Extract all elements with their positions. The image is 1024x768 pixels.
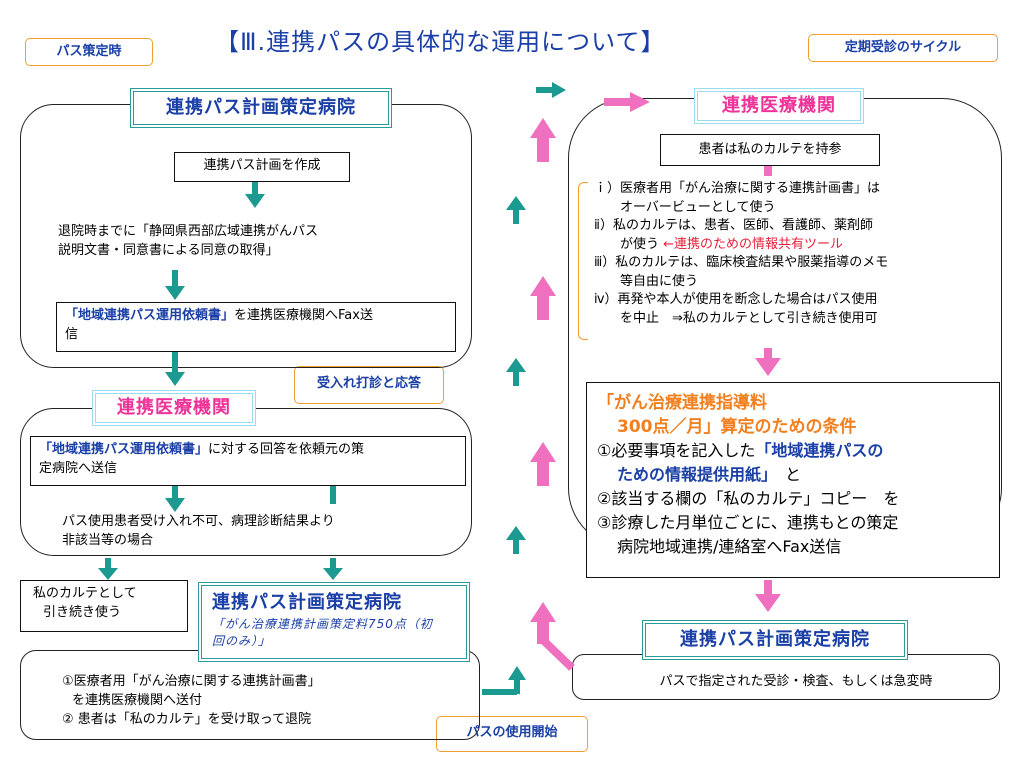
- right-institution-title: 連携医療機関: [694, 88, 864, 124]
- reply-box: 「地域連携パス運用依頼書」に対する回答を依頼元の策 定病院へ送信: [30, 436, 466, 486]
- usage-list-brace: [578, 182, 588, 340]
- step-create-plan: 連携パス計画を作成: [174, 152, 350, 182]
- condition-3-cont: 病院地域連携/連絡室へFax送信: [617, 537, 842, 556]
- refusal-line-1: パス使用患者受け入れ不可、病理診断結果より: [62, 514, 335, 529]
- callout-periodic-cycle: 定期受診のサイクル: [808, 34, 998, 62]
- discharge-step-2: ② 患者は「私のカルテ」を受け取って退院: [62, 712, 312, 727]
- condition-2: ②該当する欄の「私のカルテ」コピー を: [597, 489, 900, 508]
- continue-karte-line-1: 私のカルテとして: [33, 586, 137, 601]
- teal-down-arrows: [98, 182, 343, 580]
- planning-fee-line-2: 回のみ）」: [212, 634, 272, 648]
- cooperating-institution-title: 連携医療機関: [92, 390, 256, 426]
- step-obtain-consent: 退院時までに「静岡県西部広域連携がんパス 説明文書・同意書による同意の取得」: [58, 222, 458, 260]
- refusal-line-2: 非該当等の場合: [62, 533, 154, 548]
- karte-usage-list: ｉ）医療者用「がん治療に関する連携計画書」は オーバービューとして使う ⅱ）私の…: [594, 180, 994, 328]
- discharge-steps: ①医療者用「がん治療に関する連携計画書」 を連携医療機関へ送付 ② 患者は「私の…: [62, 672, 462, 729]
- usage-item-3: ⅲ）私のカルテは、臨床検査結果や服薬指導のメモ 等自由に使う: [594, 255, 889, 289]
- reply-form-name: 「地域連携パス運用依頼書」: [39, 442, 209, 457]
- consent-line-2: 説明文書・同意書による同意の取得」: [58, 243, 279, 258]
- refusal-case: パス使用患者受け入れ不可、病理診断結果より 非該当等の場合: [62, 512, 462, 550]
- continue-karte-line-2: 引き続き使う: [43, 605, 122, 620]
- conditions-title-1: 「がん治療連携指導料: [597, 393, 767, 413]
- page-title: 【Ⅲ.連携パスの具体的な運用について】: [215, 28, 666, 56]
- right-planning-hospital-title: 連携パス計画策定病院: [642, 620, 908, 660]
- discharge-step-1a: ①医療者用「がん治療に関する連携計画書」: [62, 674, 321, 689]
- visit-trigger-text: パスで指定された受診・検査、もしくは急変時: [659, 674, 933, 689]
- continue-karte-box: 私のカルテとして 引き続き使う: [20, 580, 188, 632]
- planning-hospital-title: 連携パス計画策定病院: [130, 88, 392, 128]
- planning-fee-line-1: 「がん治療連携計画策定料750点（初: [212, 617, 433, 631]
- usage-item-1: ｉ）医療者用「がん治療に関する連携計画書」は オーバービューとして使う: [594, 181, 881, 215]
- info-form-name: ための情報提供用紙」: [617, 465, 770, 484]
- condition-1: ①必要事項を記入した「地域連携パスの: [597, 441, 884, 460]
- bottom-hospital-title: 連携パス計画策定病院: [212, 592, 402, 613]
- request-form-name: 「地域連携パス運用依頼書」: [65, 308, 235, 323]
- usage-item-2: ⅱ）私のカルテは、患者、医師、看護師、薬剤師 が使う ←連携のための情報共有ツー…: [594, 218, 873, 252]
- teal-up-arrows: [482, 82, 566, 695]
- reply-text: に対する回答を依頼元の策: [208, 442, 365, 457]
- step-fax-request: 「地域連携パス運用依頼書」を連携医療機関へFax送 信: [56, 302, 456, 352]
- bottom-planning-hospital: 連携パス計画策定病院 「がん治療連携計画策定料750点（初 回のみ）」: [198, 582, 470, 662]
- callout-pass-planning: パス策定時: [25, 38, 153, 66]
- patient-brings-karte: 患者は私のカルテを持参: [660, 134, 880, 166]
- callout-accept-response: 受入れ打診と応答: [294, 366, 444, 404]
- usage-item-4: ⅳ）再発や本人が使用を断念した場合はパス使用 を中止 ⇒私のカルテとして引き続き…: [594, 292, 878, 326]
- fax-request-text: を連携医療機関へFax送: [234, 308, 373, 323]
- conditions-title-2: 300点／月」算定のための条件: [617, 417, 857, 437]
- consent-line-1: 退院時までに「静岡県西部広域連携がんパス: [58, 224, 319, 239]
- discharge-step-1b: を連携医療機関へ送付: [72, 693, 203, 708]
- callout-pass-start: パスの使用開始: [436, 716, 588, 752]
- fax-request-text-2: 信: [65, 327, 79, 342]
- pink-down-arrows: [755, 166, 781, 612]
- info-sharing-note: ←連携のための情報共有ツール: [663, 236, 844, 252]
- condition-3: ③診療した月単位ごとに、連携もとの策定: [597, 513, 899, 532]
- pink-up-arrows: [530, 92, 650, 671]
- reply-text-2: 定病院へ送信: [39, 461, 118, 476]
- guidance-fee-conditions: 「がん治療連携指導料 300点／月」算定のための条件 ①必要事項を記入した「地域…: [586, 382, 1000, 578]
